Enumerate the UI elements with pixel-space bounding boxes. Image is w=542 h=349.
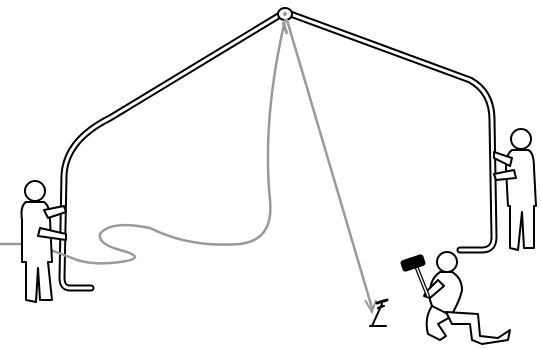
- arched-tube-frame: [58, 8, 498, 292]
- ground-stake: [369, 298, 389, 327]
- person-kneeling: [423, 251, 511, 345]
- person-left: [20, 180, 67, 303]
- apex-hub: [277, 7, 293, 35]
- rope-tensioner: [364, 299, 377, 315]
- guy-line-loose: [0, 18, 287, 265]
- person-right: [493, 128, 537, 251]
- hammer-icon: [400, 254, 430, 298]
- guy-line-taut: [285, 18, 374, 310]
